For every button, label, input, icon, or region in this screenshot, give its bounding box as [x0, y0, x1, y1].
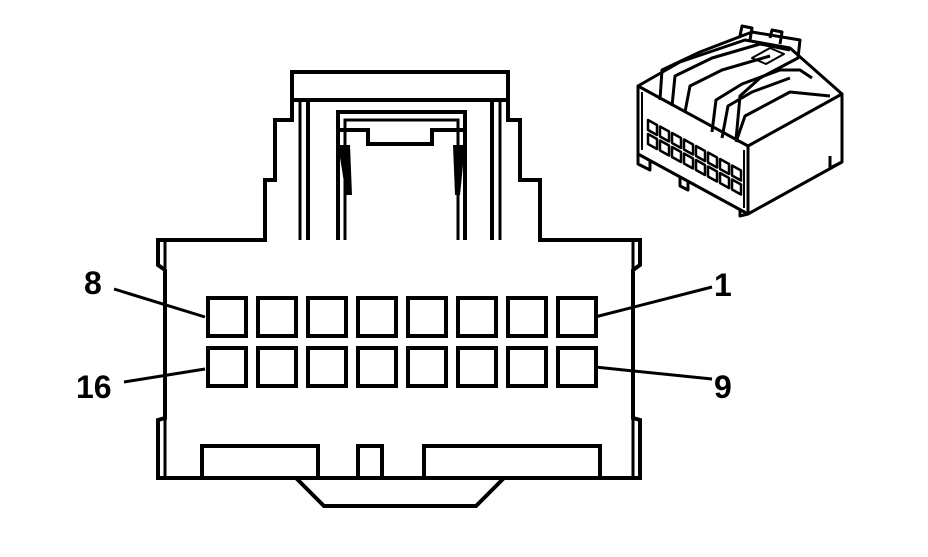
- bottom-left-slot: [200, 444, 320, 480]
- connector-face: [156, 70, 642, 508]
- sketch-cavity: [730, 178, 743, 196]
- bottom-features: [200, 444, 602, 508]
- sketch-cavity: [682, 152, 695, 170]
- bottom-right-slot: [422, 444, 602, 480]
- sketch-cavity: [646, 132, 659, 151]
- cavity: [356, 296, 398, 338]
- cavity: [456, 296, 498, 338]
- sketch-cavity: [658, 125, 671, 143]
- left-lower-notch: [156, 418, 167, 478]
- bottom-lock-tab: [294, 476, 506, 508]
- sketch-cavity: [670, 145, 683, 164]
- sketch-cavity: [730, 164, 743, 182]
- latch-housing: [292, 98, 508, 240]
- cavity: [456, 346, 498, 388]
- cavity: [406, 296, 448, 338]
- cavity: [406, 346, 448, 388]
- label-pin-9: 9: [714, 369, 732, 405]
- cavity-grid: [206, 296, 598, 388]
- cavity: [556, 296, 598, 338]
- right-lower-notch: [631, 418, 642, 478]
- sketch-cavity: [694, 158, 707, 177]
- cavity: [356, 346, 398, 388]
- sketch-cavity: [670, 131, 683, 150]
- cavity: [256, 296, 298, 338]
- label-pin-1: 1: [714, 267, 732, 303]
- cavity: [556, 346, 598, 388]
- label-pin-16: 16: [76, 369, 112, 405]
- sketch-latch: [658, 30, 802, 141]
- sketch-cavity: [718, 157, 731, 176]
- cavity: [306, 296, 348, 338]
- latch-inner-frame: [336, 110, 467, 240]
- sketch-cavity-grid: [646, 118, 743, 196]
- label-pin-8: 8: [84, 265, 102, 301]
- leader-line-pin-1: [594, 285, 713, 319]
- left-upper-notch: [156, 240, 167, 268]
- sketch-cavity: [658, 139, 671, 157]
- sketch-cavity: [694, 144, 707, 163]
- sketch-cavity: [706, 165, 719, 183]
- connector-3d-sketch: [636, 24, 844, 218]
- cavity: [506, 346, 548, 388]
- cavity: [206, 346, 248, 388]
- connector-body-outline: [156, 70, 642, 480]
- sketch-cavity: [706, 151, 719, 169]
- cavity: [256, 346, 298, 388]
- sketch-cavity: [718, 171, 731, 190]
- sketch-cavity: [682, 138, 695, 156]
- leader-line-pin-9: [594, 365, 713, 381]
- bottom-center-slot: [356, 444, 384, 480]
- sketch-cavity: [646, 118, 659, 137]
- right-upper-notch: [631, 240, 642, 268]
- latch-tab: [338, 128, 465, 146]
- cavity: [306, 346, 348, 388]
- cavity: [206, 296, 248, 338]
- leader-line-pin-8: [113, 287, 206, 319]
- pin-labels: 8 1 16 9: [76, 265, 732, 405]
- leader-line-pin-16: [123, 367, 206, 384]
- cavity: [506, 296, 548, 338]
